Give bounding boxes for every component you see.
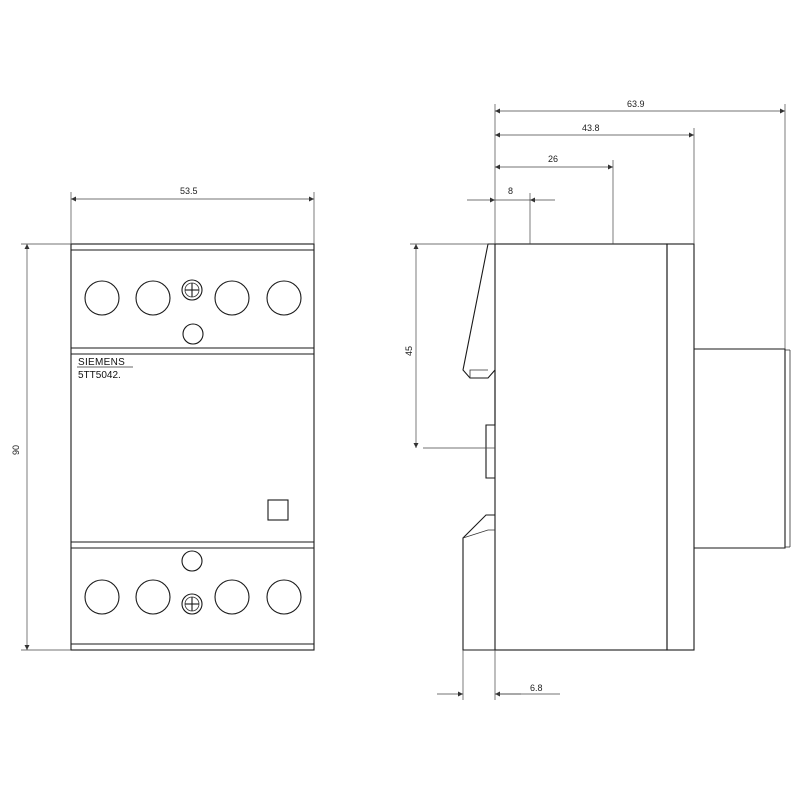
front-body-outline — [70, 243, 315, 651]
dimension-label: 6.8 — [530, 683, 543, 693]
indicator-hole — [182, 323, 204, 345]
terminal-hole — [135, 280, 171, 316]
screw-icon — [181, 279, 203, 301]
dimension-label: 45 — [404, 346, 414, 356]
terminal-hole — [84, 579, 120, 615]
dimension-depth-43-8: 43.8 — [495, 123, 695, 244]
terminal-hole — [214, 579, 250, 615]
dimension-label: 26 — [548, 154, 558, 164]
dimension-height: 90 — [11, 243, 71, 651]
top-terminals — [84, 279, 302, 345]
dimension-base-6-8: 6.8 — [437, 650, 560, 700]
dimension-label: 43.8 — [582, 123, 600, 133]
indicator-hole — [181, 550, 203, 572]
terminal-hole — [135, 579, 171, 615]
dimension-label: 8 — [508, 186, 513, 196]
dimension-label: 63.9 — [627, 99, 645, 109]
terminal-hole — [214, 280, 250, 316]
front-view: SIEMENS 5TT5042. 53.5 — [11, 186, 315, 651]
dimension-width: 53.5 — [70, 186, 315, 244]
brand-label: SIEMENS — [78, 357, 125, 368]
screw-icon — [181, 593, 203, 615]
indicator-window — [267, 499, 289, 521]
dimension-offset-8: 8 — [467, 186, 555, 244]
dimension-depth-26: 26 — [495, 154, 614, 244]
terminal-hole — [266, 579, 302, 615]
dimension-label: 53.5 — [180, 186, 198, 196]
model-label: 5TT5042. — [78, 370, 121, 381]
terminal-hole — [84, 280, 120, 316]
terminal-hole — [266, 280, 302, 316]
side-body-outline — [494, 243, 668, 651]
dimension-depth-63-9: 63.9 — [494, 99, 786, 349]
dimension-rail-45: 45 — [404, 243, 488, 448]
side-view: 63.9 43.8 26 8 45 — [404, 99, 791, 700]
bottom-terminals — [84, 550, 302, 615]
dimension-label: 90 — [11, 445, 21, 455]
